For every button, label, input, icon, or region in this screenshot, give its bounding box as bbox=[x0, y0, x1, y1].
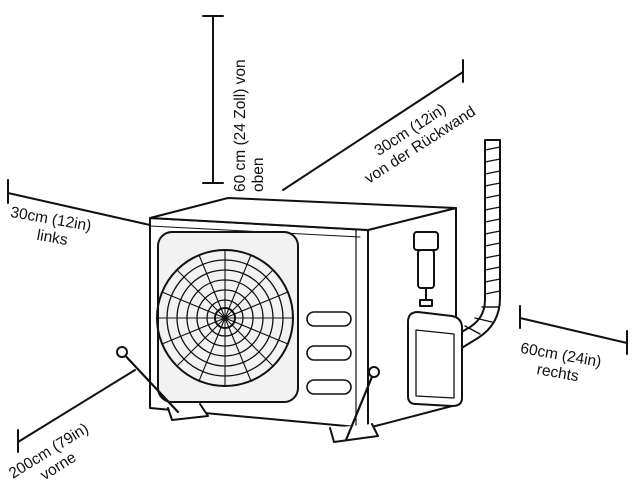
clearance-left-line bbox=[7, 179, 151, 226]
clearance-top-line bbox=[202, 15, 224, 184]
clearance-front-line bbox=[17, 369, 136, 453]
fan-grille bbox=[156, 231, 299, 403]
front-vents bbox=[306, 311, 352, 395]
clearance-back-line bbox=[282, 59, 464, 191]
label-top-line2: oben bbox=[249, 157, 267, 192]
clearance-right-line bbox=[519, 305, 628, 355]
valve-cover bbox=[407, 311, 463, 407]
label-top-line1: 60 cm (24 Zoll) von bbox=[232, 59, 249, 192]
unit-feet bbox=[167, 403, 379, 443]
label-top: 60 cm (24 Zoll) von oben bbox=[232, 59, 268, 192]
anchor-bolts bbox=[116, 346, 380, 442]
service-valves bbox=[413, 231, 439, 307]
